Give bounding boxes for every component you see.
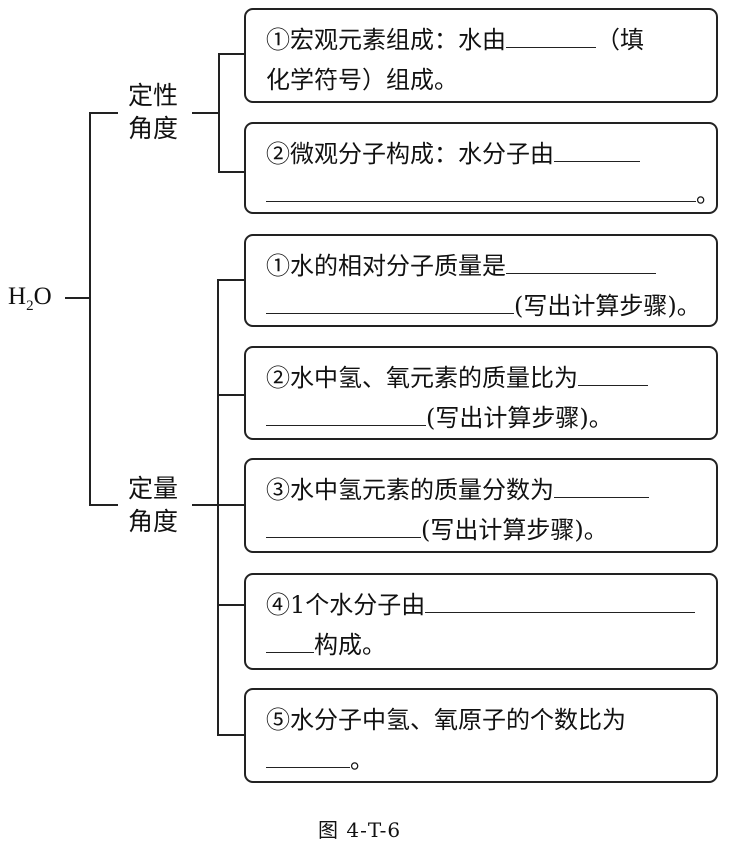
root-label-h2o: H2O (8, 283, 52, 314)
branch-qualitative: 定性角度 (128, 81, 179, 143)
answer-blank[interactable] (266, 511, 421, 538)
box-macro-composition: ①宏观元素组成：水由（填 化学符号）组成。 (244, 8, 718, 103)
main-bracket (89, 112, 118, 506)
answer-blank[interactable] (425, 586, 696, 613)
box-molecule-composition: ④1个水分子由 构成。 (244, 573, 718, 670)
figure-caption: 图 4-T-6 (318, 818, 402, 842)
answer-blank[interactable] (554, 135, 640, 162)
qualitative-bracket (192, 53, 244, 173)
answer-blank[interactable] (266, 287, 514, 314)
box-relative-molecular-mass: ①水的相对分子质量是 (写出计算步骤)。 (244, 234, 718, 327)
box-micro-structure: ②微观分子构成：水分子由 。 (244, 122, 720, 214)
answer-blank[interactable] (266, 741, 350, 768)
quantitative-bracket (192, 279, 244, 736)
box-mass-fraction: ③水中氢元素的质量分数为 (写出计算步骤)。 (244, 458, 718, 553)
branch-quantitative: 定量角度 (128, 474, 179, 536)
answer-blank[interactable] (266, 399, 426, 426)
answer-blank[interactable] (578, 359, 648, 386)
answer-blank[interactable] (266, 626, 314, 653)
answer-blank[interactable] (266, 175, 696, 202)
box-mass-ratio: ②水中氢、氧元素的质量比为 (写出计算步骤)。 (244, 346, 718, 440)
answer-blank[interactable] (506, 21, 596, 48)
answer-blank[interactable] (506, 247, 656, 274)
box-atom-count-ratio: ⑤水分子中氢、氧原子的个数比为 。 (244, 688, 718, 783)
answer-blank[interactable] (554, 471, 649, 498)
